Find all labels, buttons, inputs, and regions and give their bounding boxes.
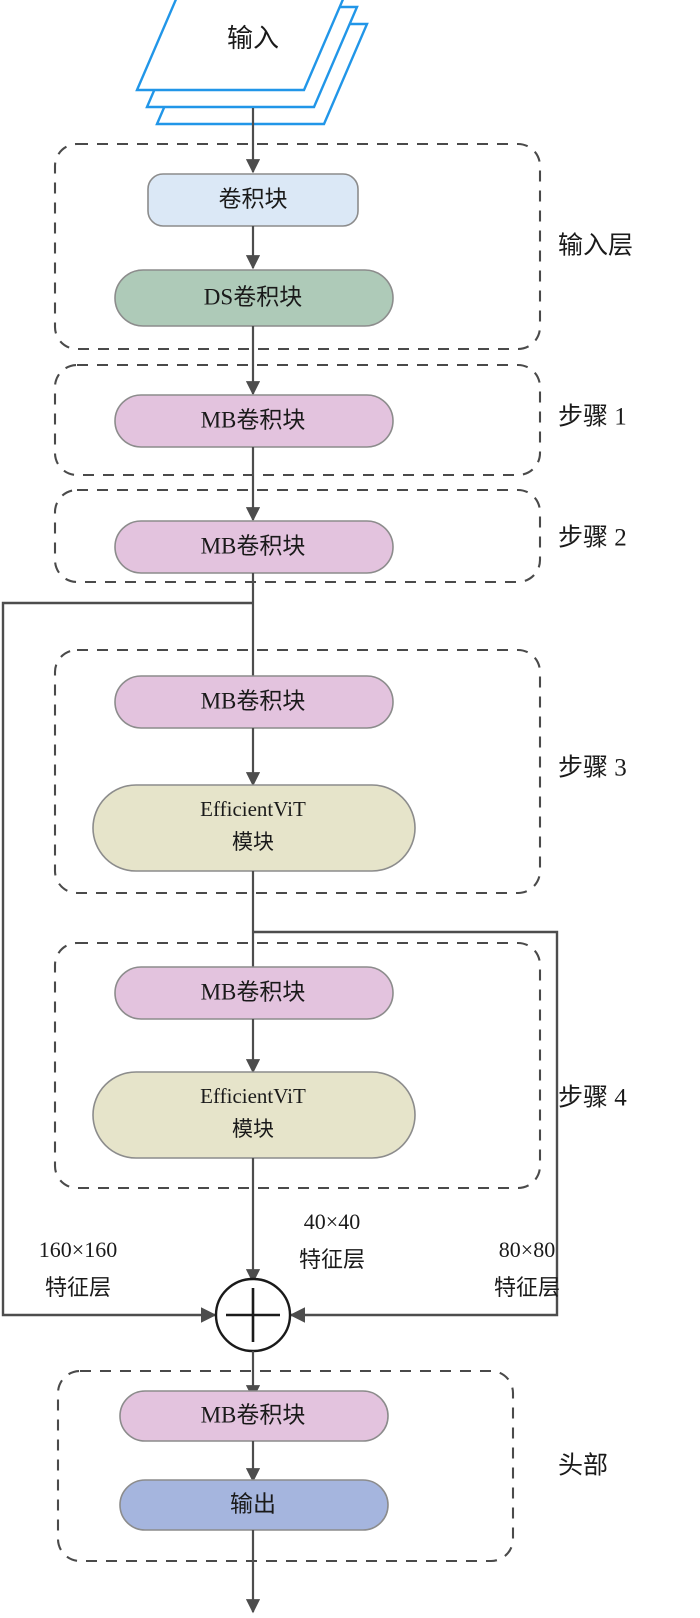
addition-node[interactable] [214,1277,292,1353]
group-label-stage-3: 步骤 3 [558,754,627,782]
block-ds-conv-label: DS卷积块 [204,284,302,309]
group-label-stage-2: 步骤 2 [558,524,627,552]
feature-label-left-line1: 160×160 [39,1237,117,1262]
block-efficientvit-stage4-label-line2: 模块 [232,1117,274,1141]
block-efficientvit-stage4-label-line1: EfficientViT [200,1084,306,1108]
group-label-stage-1: 步骤 1 [558,403,627,431]
block-output-label: 输出 [230,1491,276,1516]
feature-label-left: 160×160 特征层 [39,1237,117,1300]
block-mb-conv-stage1-label: MB卷积块 [201,407,306,432]
group-box-head [56,1369,515,1563]
block-conv-label: 卷积块 [219,186,288,211]
block-mb-conv-head-label: MB卷积块 [201,1402,306,1427]
feature-label-center-line1: 40×40 [304,1209,360,1234]
group-box-stage-2 [53,488,542,584]
block-efficientvit-stage3-label-line2: 模块 [232,830,274,854]
feature-label-right-line1: 80×80 [499,1237,555,1262]
group-box-stage-4 [53,941,542,1190]
group-box-stage-3 [53,648,542,895]
feature-label-right-line2: 特征层 [494,1275,560,1300]
group-box-input-layer [53,142,542,351]
input-sheet-front [135,0,345,92]
feature-label-center-line2: 特征层 [299,1247,365,1272]
block-efficientvit-stage3-label-line1: EfficientViT [200,797,306,821]
block-mb-conv-stage2-label: MB卷积块 [201,533,306,558]
input-label: 输入 [227,24,279,53]
block-mb-conv-stage3-label: MB卷积块 [201,688,306,713]
input-node: 输入 [135,0,369,126]
feature-label-left-line2: 特征层 [45,1275,111,1300]
feature-label-center: 40×40 特征层 [299,1209,365,1272]
group-label-input-layer: 输入层 [558,232,633,260]
group-label-head: 头部 [558,1452,608,1480]
feature-label-right: 80×80 特征层 [494,1237,560,1300]
skip-connection-right-80 [253,930,559,1323]
skip-connection-left-160 [1,601,253,1323]
group-box-stage-1 [53,363,542,477]
group-label-stage-4: 步骤 4 [558,1084,627,1112]
block-mb-conv-stage4-label: MB卷积块 [201,979,306,1004]
